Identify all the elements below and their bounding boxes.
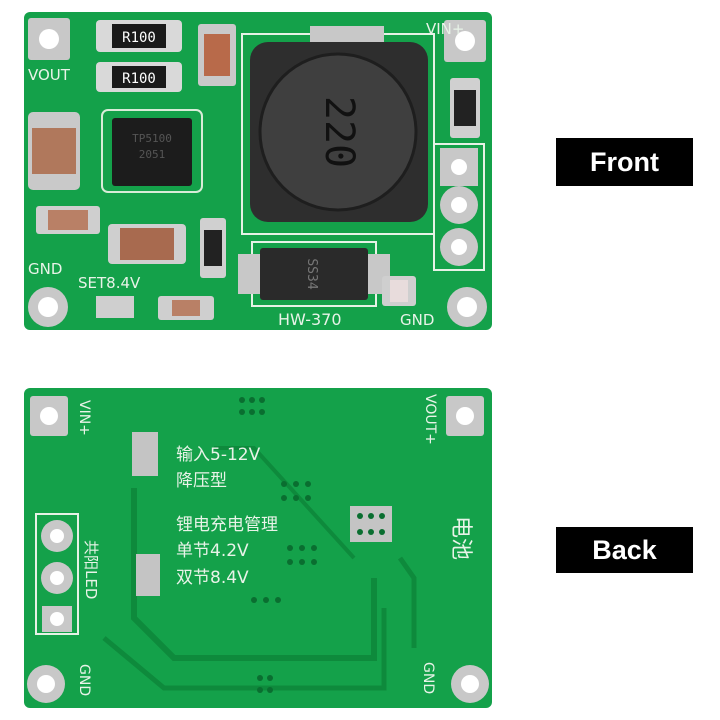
back-led-label: 共阳LED [82, 540, 100, 599]
mounting-hole [444, 20, 486, 62]
front-label: Front [556, 138, 693, 186]
ic-chip: TP5100 2051 [101, 109, 203, 193]
mounting-hole [27, 665, 65, 703]
back-note-line: 双节8.4V [176, 568, 249, 588]
back-note-line: 输入5-12V [176, 445, 261, 465]
chip-line1: TP5100 [132, 132, 172, 145]
back-label: Back [556, 527, 693, 573]
via-cluster [239, 397, 317, 693]
mounting-hole [28, 287, 68, 327]
resistor-second-label: R100 [122, 71, 156, 87]
mounting-hole [446, 396, 484, 436]
resistor-top: R100 [96, 20, 182, 52]
diode-label: SS34 [304, 258, 319, 289]
front-vout-label: VOUT [28, 66, 71, 84]
back-board: VIN+ VOUT+ GND GND 共阳LED 电池 输入5-12V 降压型 … [24, 388, 492, 708]
small-resistor [450, 78, 480, 138]
small-resistor [200, 218, 226, 278]
back-vin-label: VIN+ [76, 400, 92, 436]
back-gnd-right-label: GND [420, 662, 436, 694]
resistor-second: R100 [96, 62, 182, 92]
back-note-line: 降压型 [176, 471, 227, 491]
resistor-top-label: R100 [122, 30, 156, 46]
inductor-label: 220 [316, 96, 362, 168]
capacitor [108, 224, 186, 264]
front-model-label: HW-370 [278, 310, 342, 329]
solder-pad [136, 554, 160, 596]
inductor: 220 [241, 26, 435, 235]
solder-pad [350, 506, 392, 542]
diode: SS34 [238, 241, 390, 307]
front-gnd-left-label: GND [28, 260, 62, 278]
header-pads [433, 143, 485, 271]
chip-line2: 2051 [139, 148, 166, 161]
mounting-hole [451, 665, 489, 703]
back-battery-label: 电池 [448, 516, 473, 560]
solder-pad [132, 432, 158, 476]
front-board: R100 R100 TP5100 2051 [24, 12, 492, 330]
front-vin-label: VIN+ [426, 20, 464, 38]
back-note-line: 单节4.2V [176, 541, 249, 561]
mounting-hole [447, 287, 487, 327]
header-pads [35, 513, 79, 635]
led [382, 276, 416, 306]
capacitor [28, 112, 80, 190]
back-note-line: 锂电充电管理 [176, 515, 278, 535]
front-set-voltage-label: SET8.4V [78, 274, 141, 292]
front-gnd-right-label: GND [400, 311, 434, 329]
mounting-hole [30, 396, 68, 436]
capacitor [36, 206, 100, 234]
back-vout-label: VOUT+ [422, 394, 438, 445]
small-components [96, 296, 214, 320]
capacitor [198, 24, 236, 86]
back-gnd-left-label: GND [76, 664, 92, 696]
mounting-hole [28, 18, 70, 60]
